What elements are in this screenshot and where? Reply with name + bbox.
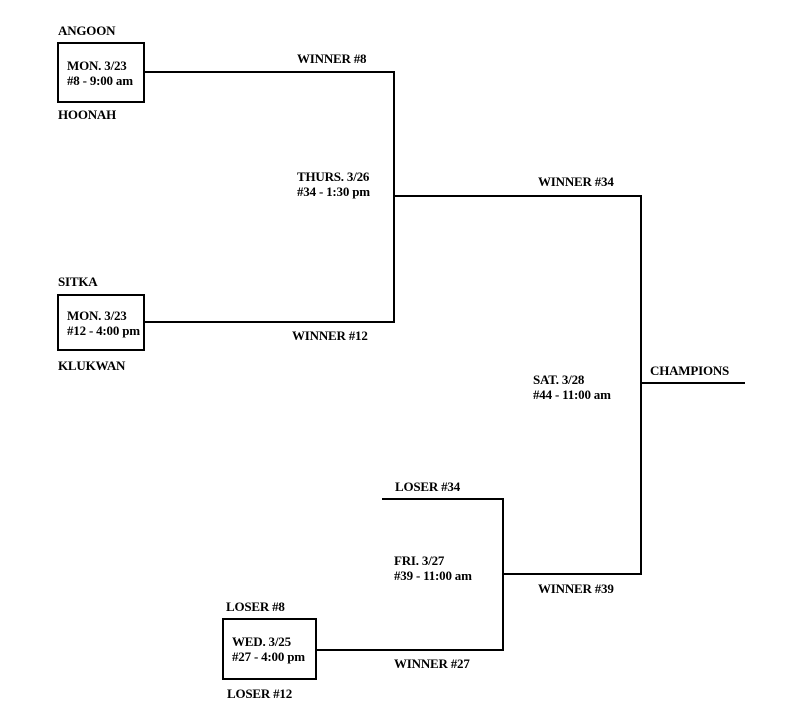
game8-date: MON. 3/23 bbox=[67, 57, 127, 73]
game27-info: #27 - 4:00 pm bbox=[232, 649, 305, 664]
game39-schedule: FRI. 3/27 #39 - 11:00 am bbox=[394, 553, 472, 583]
winner8-label: WINNER #8 bbox=[297, 51, 367, 66]
loser8-label: LOSER #8 bbox=[226, 599, 285, 614]
game34-vertical-connector bbox=[393, 71, 395, 323]
game34-info: #34 - 1:30 pm bbox=[297, 184, 370, 199]
game39-date: FRI. 3/27 bbox=[394, 553, 445, 568]
winner39-label: WINNER #39 bbox=[538, 581, 614, 596]
game34-date: THURS. 3/26 bbox=[297, 169, 370, 184]
final-vertical-connector bbox=[640, 195, 642, 575]
game44-date: SAT. 3/28 bbox=[533, 372, 585, 387]
game12-info: #12 - 4:00 pm bbox=[67, 322, 140, 338]
team-name-klukwan: KLUKWAN bbox=[58, 358, 126, 373]
champions-line bbox=[640, 382, 745, 384]
loser34-label: LOSER #34 bbox=[395, 479, 461, 494]
team-name-sitka: SITKA bbox=[58, 274, 98, 289]
winner8-connector-line bbox=[145, 71, 394, 73]
team-name-angoon: ANGOON bbox=[58, 23, 116, 38]
champions-label: CHAMPIONS bbox=[650, 363, 730, 378]
winner12-connector-line bbox=[145, 321, 394, 323]
game12-schedule-box: MON. 3/23 #12 - 4:00 pm bbox=[57, 294, 145, 351]
winner34-connector-line bbox=[393, 195, 642, 197]
game27-schedule-box: WED. 3/25 #27 - 4:00 pm bbox=[222, 618, 317, 680]
game8-schedule-box: MON. 3/23 #8 - 9:00 am bbox=[57, 42, 145, 103]
game34-schedule: THURS. 3/26 #34 - 1:30 pm bbox=[297, 169, 370, 199]
loser34-feeder-line bbox=[382, 498, 504, 500]
team-name-hoonah: HOONAH bbox=[58, 107, 117, 122]
game44-schedule: SAT. 3/28 #44 - 11:00 am bbox=[533, 372, 611, 402]
loser12-label: LOSER #12 bbox=[227, 686, 293, 701]
game27-date: WED. 3/25 bbox=[232, 634, 291, 649]
game12-date: MON. 3/23 bbox=[67, 307, 127, 323]
winner34-label: WINNER #34 bbox=[538, 174, 614, 189]
winner12-label: WINNER #12 bbox=[292, 328, 368, 343]
winner39-connector-line bbox=[502, 573, 642, 575]
game44-info: #44 - 11:00 am bbox=[533, 387, 611, 402]
game8-info: #8 - 9:00 am bbox=[67, 72, 133, 88]
winner27-connector-line bbox=[317, 649, 504, 651]
winner27-label: WINNER #27 bbox=[394, 656, 470, 671]
game39-info: #39 - 11:00 am bbox=[394, 568, 472, 583]
